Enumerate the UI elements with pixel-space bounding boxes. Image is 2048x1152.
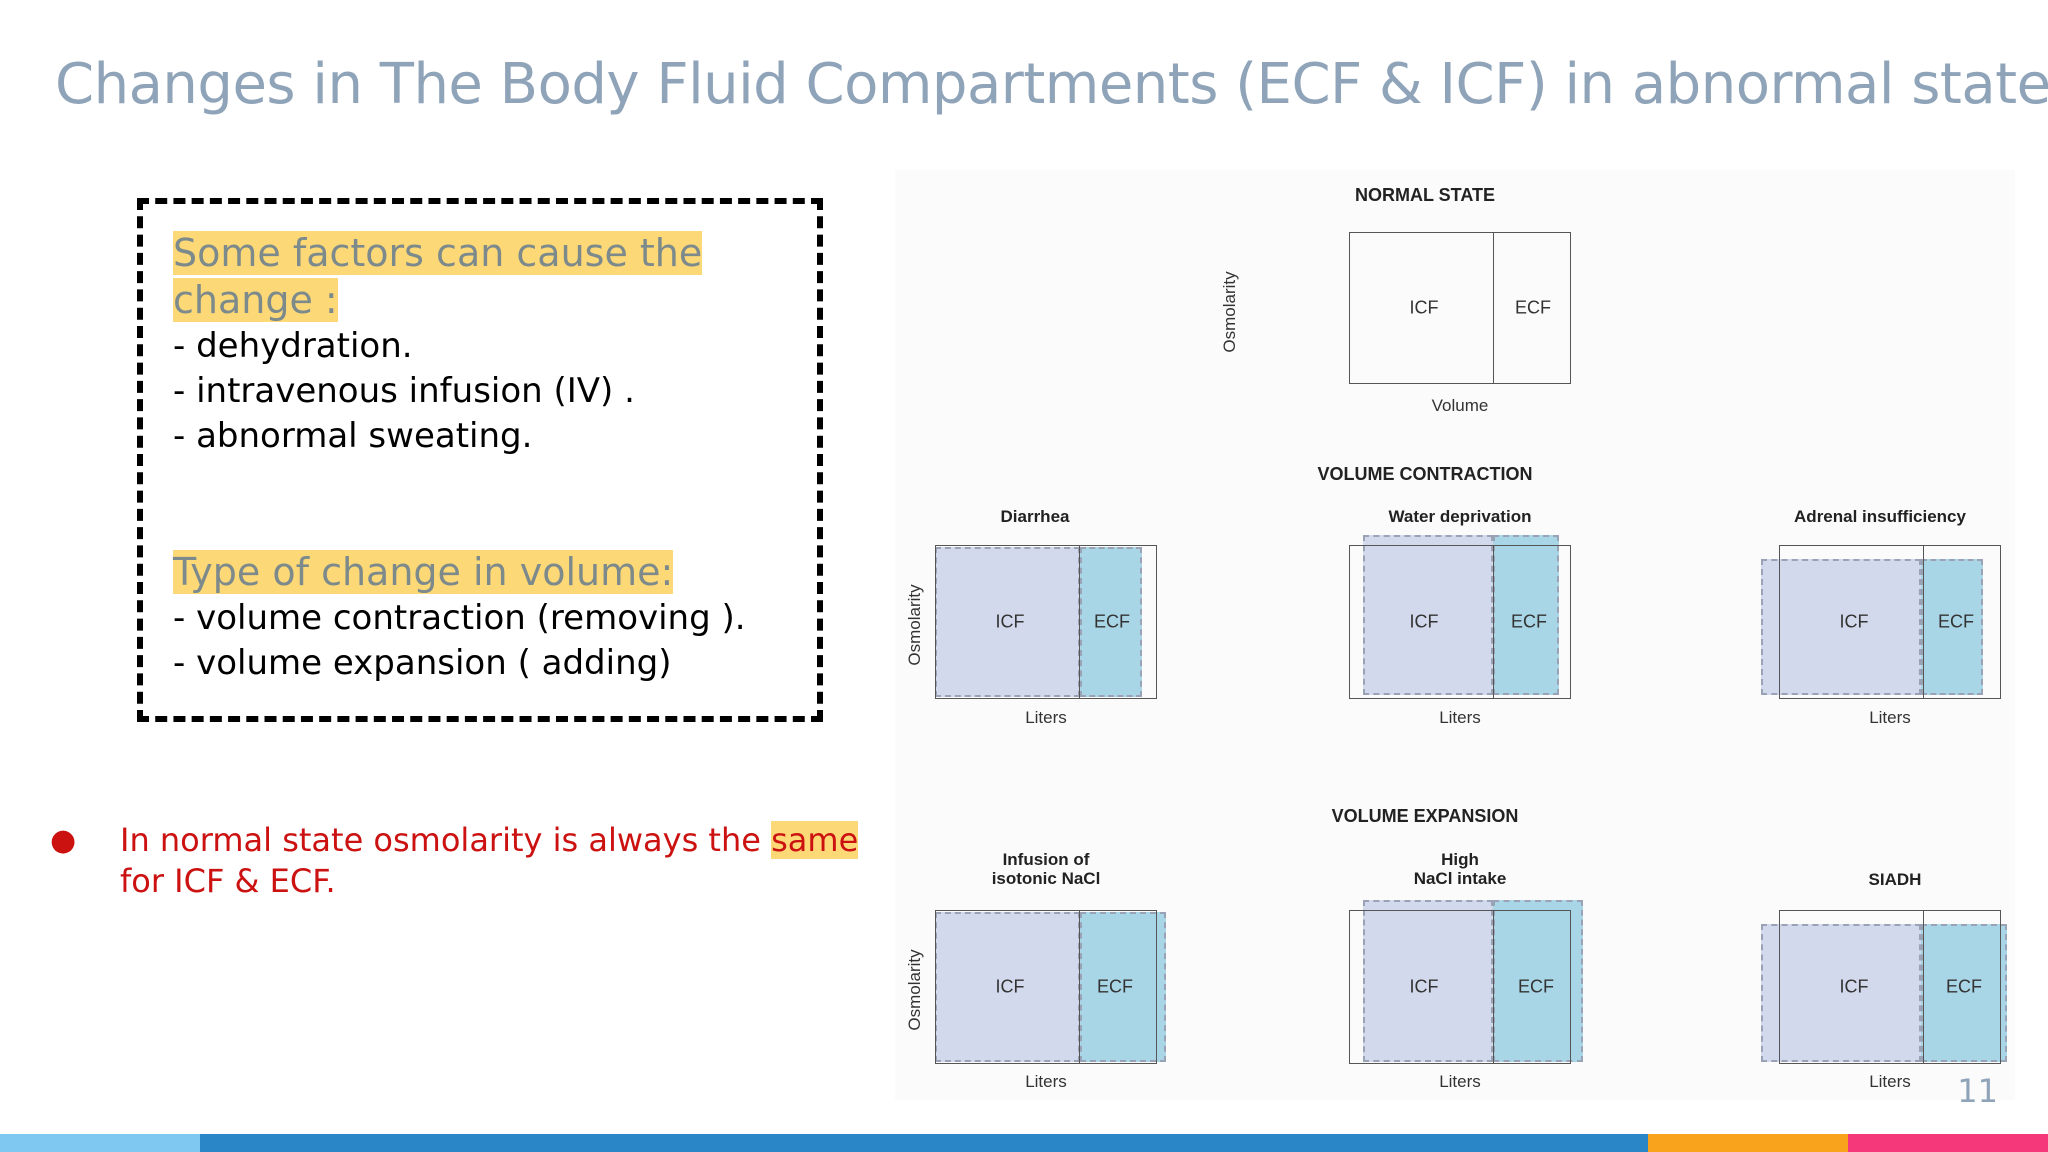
adrenal-insufficiency-label: Adrenal insufficiency	[1794, 507, 1966, 526]
type-item: - volume expansion ( adding)	[173, 643, 672, 683]
water-deprivation-panel: ICF ECF	[1349, 535, 1571, 699]
highlighted-word: same	[771, 821, 859, 859]
bullet-icon: ●	[50, 823, 77, 858]
expansion-heading: VOLUME EXPANSION	[1331, 806, 1519, 826]
osmolarity-note: ● In normal state osmolarity is always t…	[50, 821, 859, 900]
normal-yaxis-label: Osmolarity	[1220, 271, 1239, 353]
isotonic-nacl-panel: ICF ECF	[935, 910, 1175, 1064]
isotonic-nacl-label: Infusion of isotonic NaCl	[991, 850, 1101, 888]
normal-state-heading: NORMAL STATE	[1355, 185, 1495, 205]
water-deprivation-xaxis-label: Liters	[1439, 708, 1481, 727]
diarrhea-label: Diarrhea	[1000, 507, 1070, 526]
types-heading: Type of change in volume:	[173, 550, 674, 594]
page-number: 11	[1957, 1072, 1998, 1110]
high-nacl-label: High NaCl intake	[1413, 850, 1507, 888]
factor-item: - intravenous infusion (IV) .	[173, 371, 635, 411]
decorative-color-bar	[0, 1134, 2048, 1152]
contraction-heading: VOLUME CONTRACTION	[1317, 464, 1533, 484]
adrenal-insufficiency-panel: ICF ECF	[1761, 545, 2011, 699]
factor-item: - dehydration.	[173, 326, 413, 366]
factors-heading: Some factors can cause the change :	[173, 231, 703, 322]
factor-item: - abnormal sweating.	[173, 416, 533, 456]
high-nacl-xaxis-label: Liters	[1439, 1072, 1481, 1091]
type-item: - volume contraction (removing ).	[173, 598, 746, 638]
expansion-yaxis-label: Osmolarity	[905, 949, 924, 1031]
siadh-panel: ICF ECF	[1761, 910, 2011, 1064]
water-deprivation-label: Water deprivation	[1388, 507, 1532, 526]
normal-xaxis-label: Volume	[1431, 396, 1489, 415]
diarrhea-xaxis-label: Liters	[1025, 708, 1067, 727]
bar-segment	[1648, 1134, 1848, 1152]
adrenal-xaxis-label: Liters	[1869, 708, 1911, 727]
siadh-label: SIADH	[1868, 870, 1922, 889]
factors-box: Some factors can cause the change : - de…	[137, 198, 823, 722]
isotonic-xaxis-label: Liters	[1025, 1072, 1067, 1091]
diarrhea-panel: ICF ECF	[935, 545, 1157, 699]
bar-segment	[0, 1134, 200, 1152]
slide-title: Changes in The Body Fluid Compartments (…	[55, 52, 2048, 117]
bar-segment	[200, 1134, 1648, 1152]
fluid-compartment-figure: NORMAL STATE Osmolarity ICF ECF Volume V…	[895, 170, 2015, 1100]
siadh-xaxis-label: Liters	[1869, 1072, 1911, 1091]
bar-segment	[1848, 1134, 2048, 1152]
contraction-yaxis-label: Osmolarity	[905, 584, 924, 666]
high-nacl-panel: ICF ECF	[1349, 900, 1599, 1064]
normal-state-panel: ICF ECF	[1349, 232, 1571, 384]
